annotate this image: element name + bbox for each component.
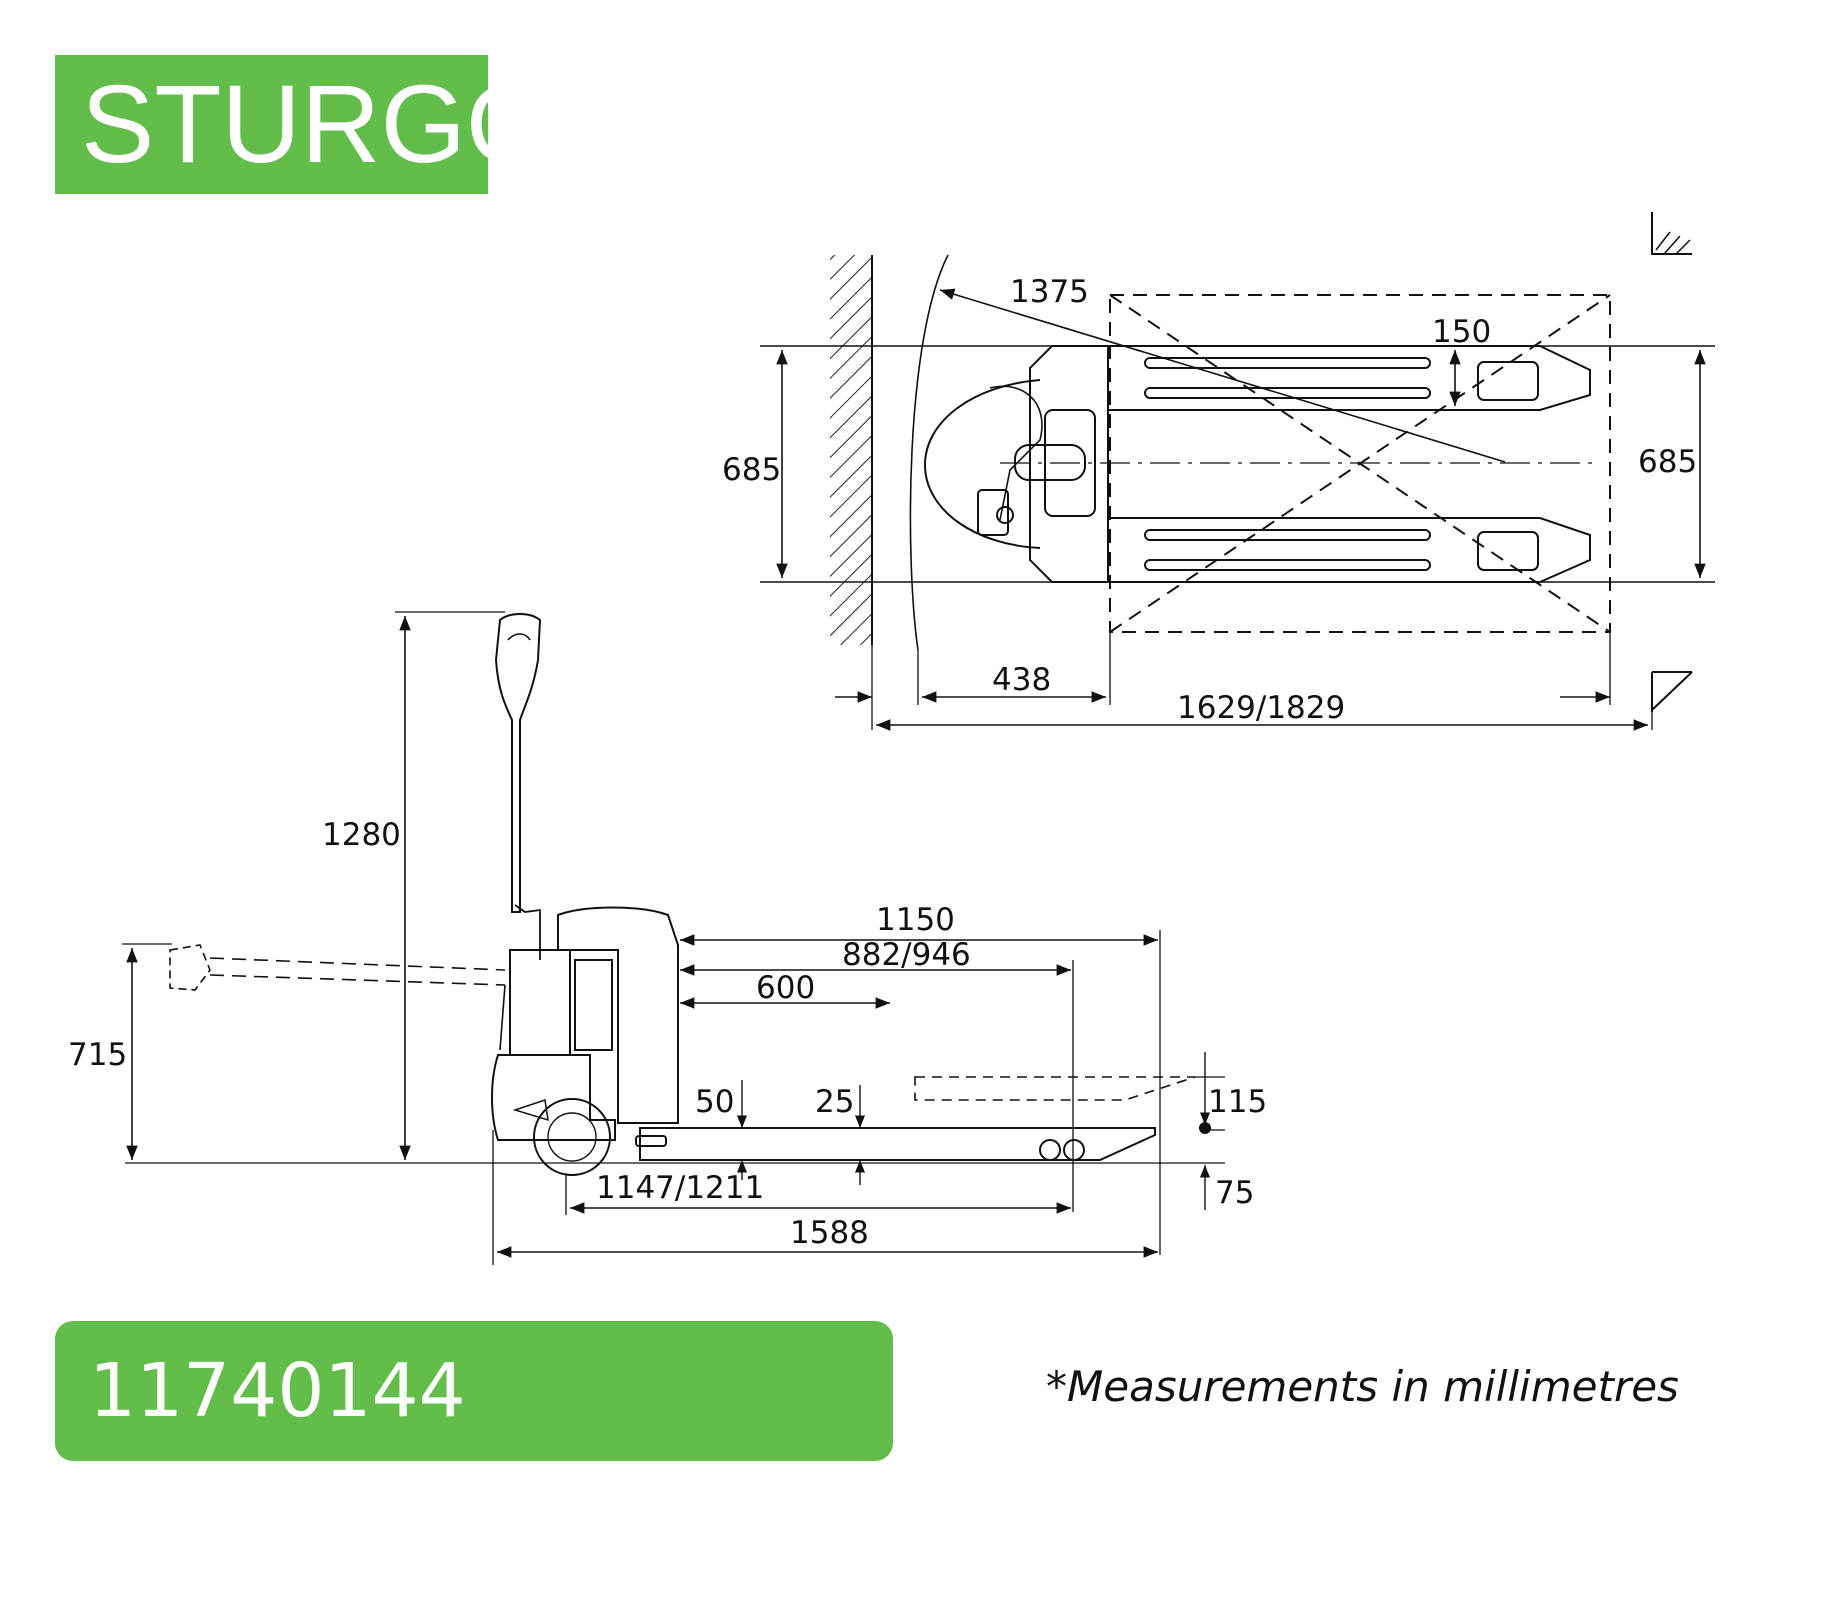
wall-hatch [830,255,872,645]
handle-upright [494,613,542,913]
brand-logo: STURGO® [55,55,584,194]
dim-width-right: 685 [1638,444,1697,480]
dim-aisle-length: 1629/1829 [1177,690,1345,726]
fork-side [639,1127,1156,1161]
top-view [760,212,1715,731]
technical-drawing: 1375 150 685 685 438 1629/1829 [68,212,1715,1265]
dim-load-center: 600 [756,970,815,1006]
dim-turning-radius: 1375 [1010,274,1089,310]
dim-fork-clearance-rear: 50 [695,1084,734,1120]
dim-lift-height: 115 [1208,1084,1267,1120]
truck-body [557,906,679,1124]
turning-arc [909,254,949,651]
dim-wheelbase: 1147/1211 [596,1170,764,1206]
dim-load-center-length: 882/946 [842,937,971,973]
drive-wheel [533,1098,611,1176]
dim-width-left: 685 [722,452,781,488]
fork-top [1108,345,1591,411]
brand-name: STURGO [81,63,552,186]
dim-handle-lowered: 715 [68,1037,127,1073]
side-view [122,611,1225,1265]
head-dome [923,379,1041,549]
dim-handle-upright: 1280 [322,817,401,853]
dim-fork-clearance-front: 25 [815,1084,854,1120]
corner-mark-bottom [1651,671,1693,712]
dim-fork-width: 150 [1432,314,1491,350]
dim-body-to-fork-tip: 1150 [876,902,955,938]
fork-bottom [1108,517,1591,583]
page-title: 11740144 Dimensions [55,1321,893,1574]
load-wheel-bottom [1477,531,1539,571]
handle-lowered [169,944,211,991]
dim-overall-length: 1588 [790,1215,869,1251]
drive-housing [491,1054,616,1141]
units-note: *Measurements in millimetres [1046,1362,1679,1411]
corner-mark-top [1651,212,1692,255]
chassis-top [1029,345,1109,583]
dim-head-to-load: 438 [992,662,1051,698]
registered-mark: ® [555,65,584,107]
dim-fork-height-lowered: 75 [1215,1175,1254,1211]
load-wheel-top [1477,361,1539,401]
